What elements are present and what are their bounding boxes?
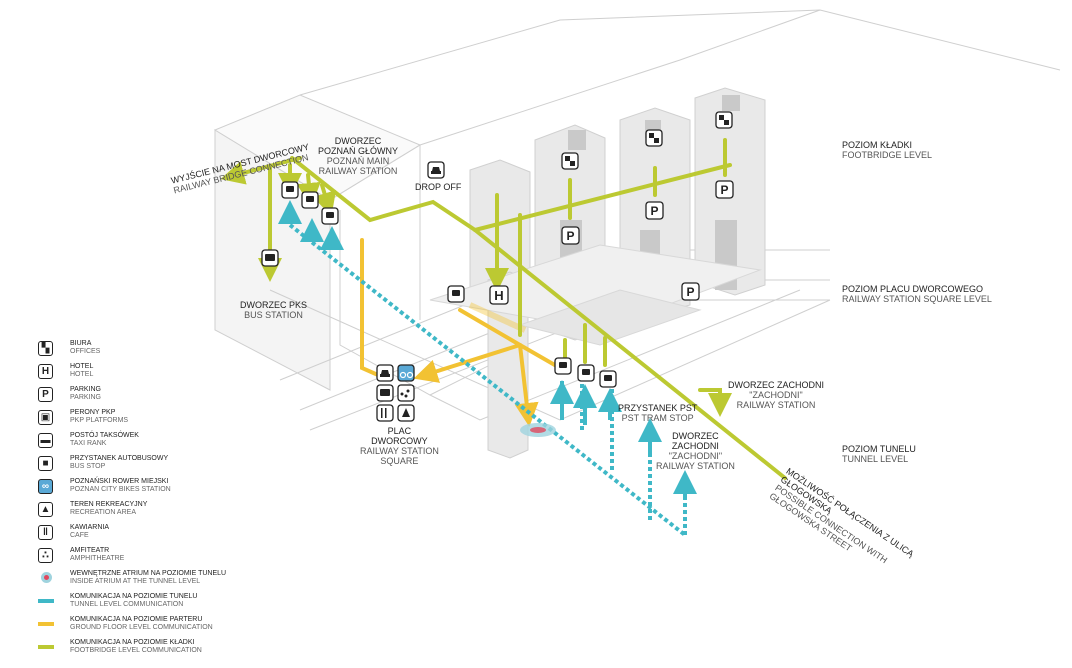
office-icon: ▚ [38, 341, 53, 356]
bike-glyph [399, 371, 414, 379]
drop-off-label: DROP OFF [415, 182, 462, 192]
parking-letter: P [720, 183, 728, 197]
bike-icon: ∞ [38, 479, 53, 494]
tunnel-arrows [278, 200, 697, 500]
tram-stop-label: PRZYSTANEK PST PST TRAM STOP [618, 403, 698, 423]
main-station-label: DWORZEC POZNAŃ GŁÓWNY POZNAŃ MAIN RAILWA… [318, 136, 399, 176]
parking-icon: P [38, 387, 53, 402]
parking-letter: P [566, 229, 574, 243]
train-icon: ▣ [38, 410, 53, 425]
hotel-letter: H [494, 288, 503, 303]
amphitheatre-icon: ∴ [38, 548, 53, 563]
letter-icons [489, 180, 734, 305]
square-level-label: POZIOM PLACU DWORCOWEGO RAILWAY STATION … [842, 284, 992, 304]
office-icon [715, 111, 733, 129]
tunnel-level-label: POZIOM TUNELU TUNNEL LEVEL [842, 444, 916, 464]
plac-dworcowy-label: PLAC DWORCOWY RAILWAY STATION SQUARE [360, 426, 439, 466]
parking-letter: P [686, 285, 694, 299]
parking-icon [561, 226, 580, 245]
ground-level-fade [468, 302, 527, 333]
hotel-icon [489, 285, 509, 305]
atrium-icon [41, 572, 52, 583]
footbridge-level-label: POZIOM KŁADKI FOOTBRIDGE LEVEL [842, 140, 933, 160]
icon-glyphs [265, 115, 729, 418]
cafe-icon: ǁ [38, 525, 53, 540]
tree-icon: ▲ [38, 502, 53, 517]
hotel-icon: H [38, 364, 53, 379]
ground-line-icon [38, 622, 54, 626]
square-platform [429, 244, 762, 346]
bus-icon: ■ [38, 456, 53, 471]
office-icon [645, 129, 663, 147]
taxi-icon: ▬ [38, 433, 53, 448]
bus-station-label: DWORZEC PKS BUS STATION [240, 300, 308, 320]
atrium-icon [520, 423, 556, 437]
zachodni-station-top-label: DWORZEC ZACHODNI "ZACHODNI" RAILWAY STAT… [728, 380, 824, 410]
parking-icon [681, 282, 700, 301]
parking-icon [645, 201, 664, 220]
tunnel-line-icon [38, 599, 54, 603]
footbridge-level-paths [220, 138, 787, 480]
parking-icon [715, 180, 734, 199]
amphitheatre-icon [397, 384, 415, 402]
letter-glyphs: H P P P P [494, 183, 728, 303]
zachodni-station-bottom-label: DWORZEC ZACHODNI "ZACHODNI" RAILWAY STAT… [656, 431, 735, 471]
footbridge-line-icon [38, 645, 54, 649]
office-icon [561, 152, 579, 170]
parking-letter: P [650, 204, 658, 218]
